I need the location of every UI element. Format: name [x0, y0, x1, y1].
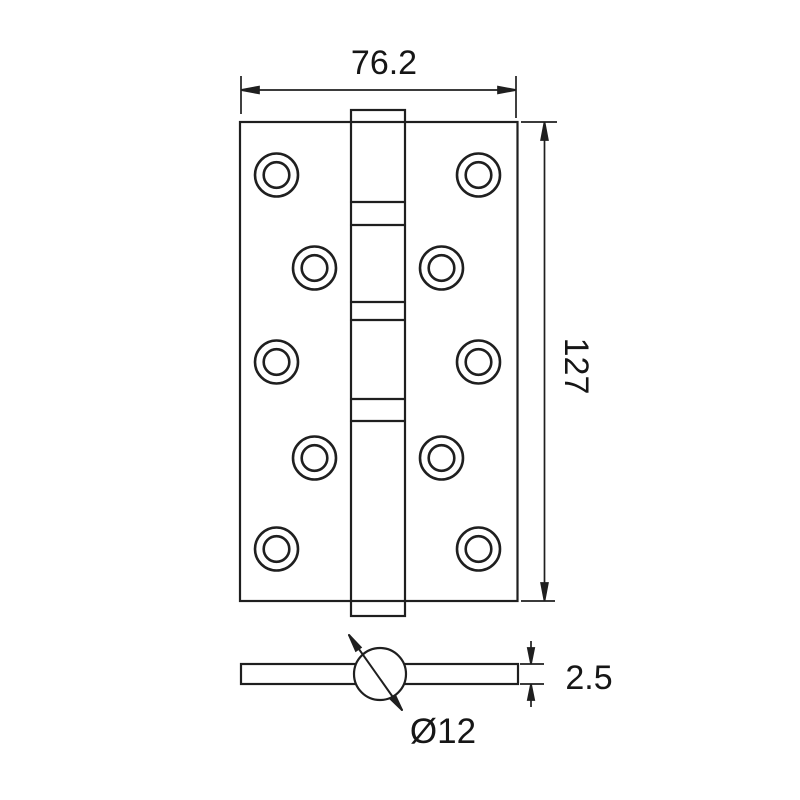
height-dimension: 127: [521, 121, 595, 602]
arrowhead-right-icon: [497, 85, 517, 95]
screw-hole: [455, 339, 502, 385]
arrowhead-down-icon: [540, 582, 549, 602]
screw-hole: [418, 245, 465, 291]
arrowhead-left-icon: [240, 85, 260, 95]
height-dimension-label: 127: [557, 338, 595, 395]
width-dimension: 76.2: [240, 44, 517, 118]
screw-hole: [291, 245, 338, 291]
screw-hole: [418, 435, 465, 481]
screw-hole: [291, 435, 338, 481]
screw-holes: [253, 152, 502, 572]
screw-hole: [455, 526, 502, 572]
side-view-barrel-circle: [352, 646, 408, 702]
screw-hole: [253, 152, 300, 198]
screw-hole: [455, 152, 502, 198]
screw-hole: [253, 526, 300, 572]
front-view: [238, 108, 519, 618]
knuckle-joint-lines: [349, 200, 407, 423]
side-view: Ø12: [239, 634, 520, 751]
screw-hole: [253, 339, 300, 385]
width-dimension-label: 76.2: [351, 44, 417, 82]
diameter-dimension-label: Ø12: [410, 712, 476, 751]
hinge-plate-outline: [238, 120, 519, 603]
hinge-barrel: [349, 108, 407, 618]
thickness-dimension-label: 2.5: [565, 659, 612, 697]
arrowhead-up-icon: [540, 121, 549, 141]
diameter-leader: [348, 634, 403, 711]
arrowhead-downright-icon: [388, 693, 403, 711]
thickness-dimension: 2.5: [520, 641, 613, 707]
arrowhead-upleft-icon: [348, 634, 363, 653]
arrowhead-down-icon: [526, 647, 536, 665]
arrowhead-up-icon: [526, 683, 536, 701]
